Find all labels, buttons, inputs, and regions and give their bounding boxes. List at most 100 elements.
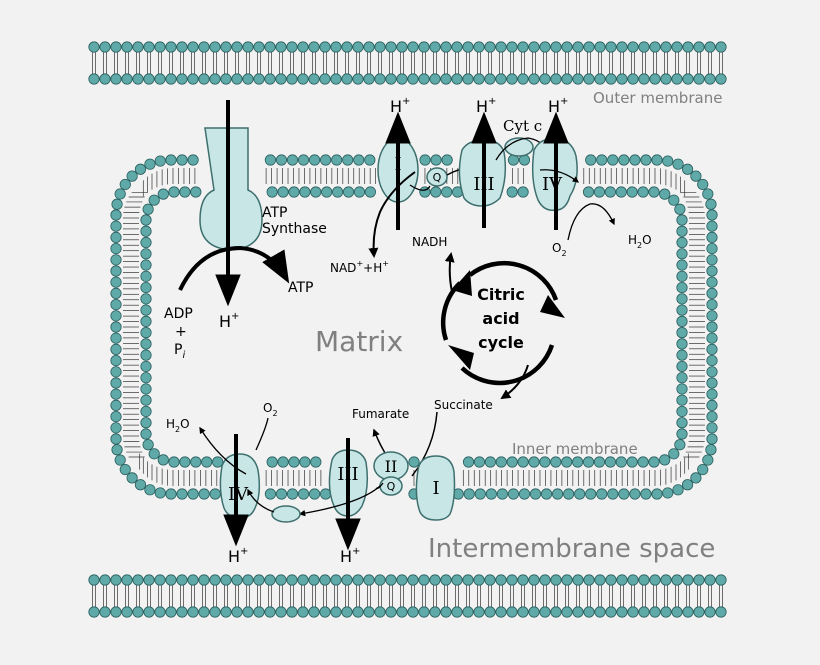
lipid-head <box>572 41 584 53</box>
complex-iv-top <box>531 111 615 241</box>
nadh-arrow <box>444 252 455 293</box>
lipid-head <box>121 574 133 586</box>
lipid-head <box>308 574 320 586</box>
lipid-head <box>320 154 332 166</box>
lipid-head <box>140 327 152 339</box>
lipid-head <box>187 73 199 85</box>
lipid-head <box>451 574 463 586</box>
lipid-head <box>321 186 333 198</box>
lipid-head <box>484 73 496 85</box>
lipid-head <box>110 220 122 232</box>
lipid-head <box>651 154 663 166</box>
lipid-head <box>110 265 122 277</box>
lipid-head <box>264 488 277 500</box>
lipid-head <box>165 73 177 85</box>
lipid-head <box>596 488 608 500</box>
lipid-head <box>231 73 243 85</box>
lipid-head <box>528 574 540 586</box>
citric-label-3: cycle <box>478 333 524 352</box>
lipid-head <box>407 606 419 618</box>
lipid-head <box>715 606 727 618</box>
lipid-head <box>702 454 714 466</box>
lipid-head <box>561 41 573 53</box>
lipid-head <box>176 41 188 53</box>
lipid-head <box>637 456 649 468</box>
lipid-head <box>140 293 152 305</box>
adp-plus-label: + <box>175 324 187 340</box>
lipid-head <box>308 154 321 166</box>
lipid-head <box>702 188 714 200</box>
lipid-head <box>110 254 122 266</box>
lipid-head <box>706 254 718 266</box>
lipid-head <box>682 73 694 85</box>
complex-iii-top-label: III <box>473 174 494 195</box>
complex-iii-bottom <box>298 438 381 551</box>
lipid-head <box>330 606 342 618</box>
lipid-head <box>140 349 152 361</box>
lipid-head <box>649 73 661 85</box>
lipid-head <box>110 73 122 85</box>
lipid-head <box>331 154 343 166</box>
lipid-head <box>563 488 575 500</box>
lipid-head <box>676 417 688 429</box>
lipid-head <box>275 41 287 53</box>
lipid-head <box>242 606 254 618</box>
lipid-head <box>572 606 584 618</box>
lipid-head <box>706 343 718 355</box>
o2-bottom-label: O2 <box>263 401 278 418</box>
lipid-head <box>706 276 718 288</box>
lipid-head <box>142 203 154 215</box>
lipid-head <box>352 606 364 618</box>
lipid-head <box>676 394 688 406</box>
lipid-head <box>690 472 702 484</box>
lipid-head <box>662 487 674 499</box>
lipid-head <box>626 456 638 468</box>
lipid-head <box>310 186 322 198</box>
lipid-head <box>495 73 507 85</box>
lipid-head <box>671 574 683 586</box>
lipid-head <box>299 456 311 468</box>
lipid-head <box>517 574 529 586</box>
lipid-head <box>299 186 311 198</box>
lipid-head <box>110 231 122 243</box>
lipid-head <box>319 606 331 618</box>
lipid-head <box>330 73 342 85</box>
lipid-head <box>627 574 639 586</box>
lipid-head <box>607 488 619 500</box>
lipid-head <box>111 444 123 456</box>
lipid-head <box>275 574 287 586</box>
lipid-head <box>572 456 584 468</box>
lipid-head <box>275 154 288 166</box>
lipid-head <box>495 606 507 618</box>
lipid-head <box>518 488 531 500</box>
lipid-head <box>706 220 718 232</box>
lipid-head <box>671 606 683 618</box>
lipid-head <box>517 456 529 468</box>
lipid-head <box>593 186 606 198</box>
lipid-head <box>342 154 354 166</box>
lipid-head <box>594 41 606 53</box>
lipid-head <box>528 606 540 618</box>
lipid-head <box>342 186 355 198</box>
lipid-head <box>132 574 144 586</box>
lipid-head <box>690 170 702 182</box>
lipid-head <box>140 248 152 260</box>
lipid-head <box>385 73 397 85</box>
lipid-head <box>676 405 688 418</box>
lipid-head <box>550 73 562 85</box>
lipid-head <box>473 606 485 618</box>
lipid-head <box>640 488 652 500</box>
lipid-head <box>605 73 617 85</box>
lipid-head <box>114 188 126 200</box>
lipid-head <box>539 456 551 468</box>
lipid-head <box>704 606 716 618</box>
lipid-head <box>594 73 606 85</box>
lipid-head <box>496 488 508 500</box>
lipid-head <box>706 209 718 221</box>
citric-label-2: acid <box>482 309 519 328</box>
lipid-head <box>676 349 688 361</box>
lipid-head <box>638 606 650 618</box>
lipid-head <box>594 574 606 586</box>
lipid-head <box>253 574 265 586</box>
lipid-head <box>231 41 243 53</box>
